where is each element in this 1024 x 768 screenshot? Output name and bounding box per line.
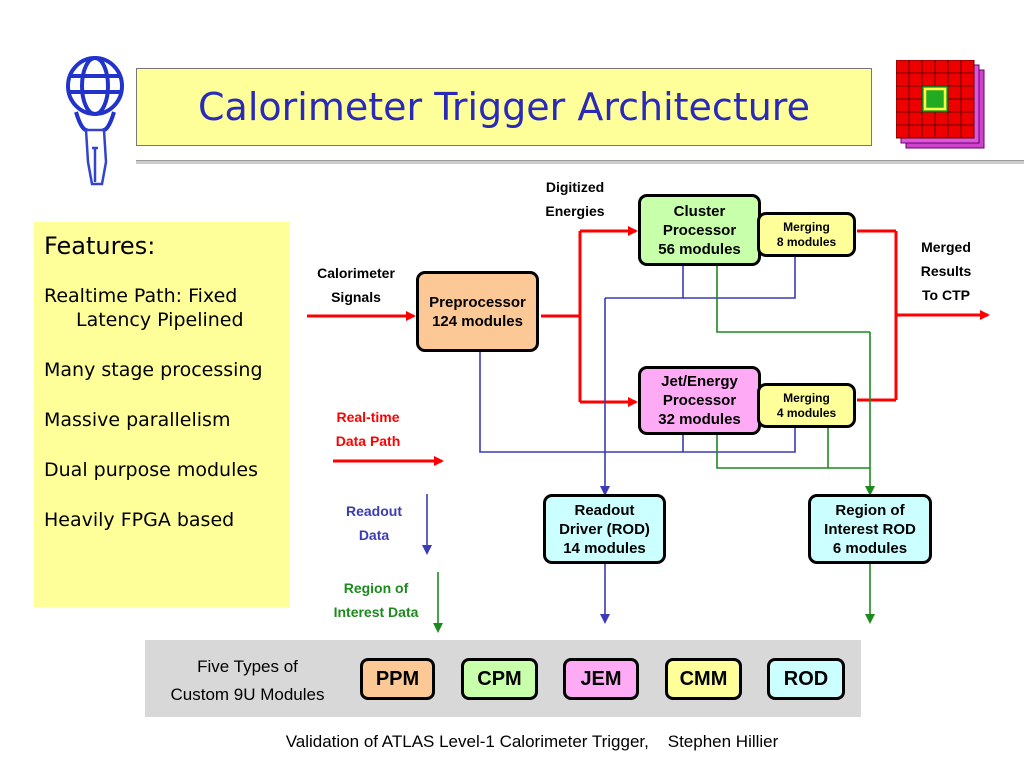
feature-item: Massive parallelism [44, 408, 284, 432]
readout-path [479, 257, 796, 624]
jep-merging-node: Merging 4 modules [757, 383, 856, 428]
module-rod: ROD [767, 658, 845, 700]
jet-energy-processor-node: Jet/Energy Processor 32 modules [638, 366, 761, 435]
legend-readout-label: Readout Data [346, 503, 402, 543]
feature-item: Realtime Path: Fixed Latency Pipelined [44, 284, 284, 332]
slide-footer: Validation of ATLAS Level-1 Calorimeter … [285, 732, 779, 751]
digitized-energies-label: Digitized Energies [545, 179, 605, 219]
feature-text: Realtime Path: Fixed [44, 285, 238, 307]
feature-text: Dual purpose modules [44, 459, 258, 481]
module-types-caption: Five Types of Custom 9U Modules [170, 657, 325, 704]
page-title: Calorimeter Trigger Architecture [136, 68, 872, 146]
calorimeter-signals-label: Calorimeter Signals [317, 265, 395, 305]
readout-driver-node: Readout Driver (ROD) 14 modules [543, 494, 666, 564]
feature-text-continued: Latency Pipelined [76, 309, 244, 331]
realtime-path [307, 226, 990, 407]
feature-text: Heavily FPGA based [44, 509, 235, 531]
feature-item: Heavily FPGA based [44, 508, 284, 532]
legend-realtime-label: Real-time Data Path [335, 409, 401, 449]
features-panel: Features: Realtime Path: Fixed Latency P… [34, 222, 290, 607]
title-divider [136, 160, 1024, 164]
module-cpm: CPM [461, 658, 538, 700]
roi-rod-node: Region of Interest ROD 6 modules [808, 494, 932, 564]
feature-item: Dual purpose modules [44, 458, 284, 482]
feature-text: Many stage processing [44, 359, 263, 381]
features-heading: Features: [44, 232, 156, 260]
feature-item: Many stage processing [44, 358, 284, 382]
module-ppm: PPM [360, 658, 435, 700]
preprocessor-node: Preprocessor 124 modules [416, 271, 539, 352]
cp-merging-node: Merging 8 modules [757, 212, 856, 257]
roi-path [716, 266, 875, 624]
legend-roi-label: Region of Interest Data [333, 580, 419, 620]
merged-results-label: Merged Results To CTP [920, 239, 972, 303]
module-cmm: CMM [665, 658, 742, 700]
atlas-logo-icon [66, 56, 124, 186]
module-jem: JEM [563, 658, 639, 700]
feature-text: Massive parallelism [44, 409, 231, 431]
cluster-processor-node: Cluster Processor 56 modules [638, 194, 761, 266]
calorimeter-grid-icon [896, 60, 985, 149]
